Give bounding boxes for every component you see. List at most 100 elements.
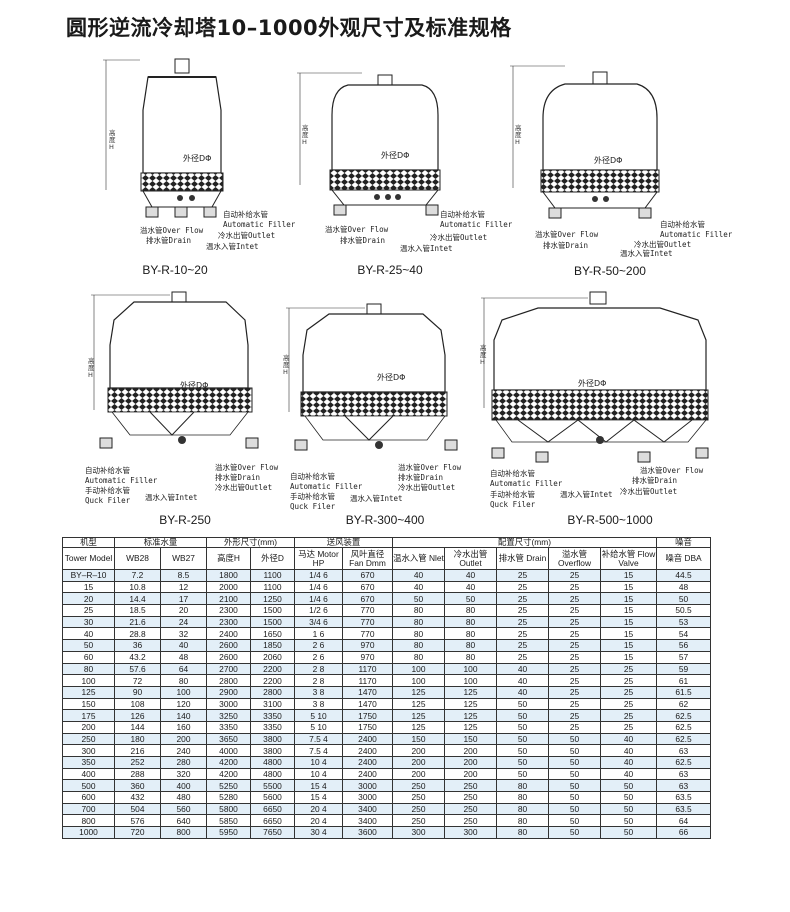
cell-height: 3000: [206, 697, 251, 711]
cell-drain: 25: [496, 592, 549, 606]
page-title: 圆形逆流冷却塔10–1000外观尺寸及标准规格: [66, 16, 512, 40]
diameter-label-6: 外径DΦ: [578, 379, 607, 388]
cell-wb28: 90: [114, 685, 161, 699]
cell-outlet: 250: [444, 802, 497, 816]
subheader-motor: 马达 Motor HP: [294, 547, 343, 570]
subheader-dba: 噪音 DBA: [656, 547, 711, 570]
tower-drawing-4: [91, 291, 259, 449]
cell-overflow: 25: [548, 569, 601, 582]
cell-diameter: 1500: [250, 615, 295, 629]
cell-diameter: 2060: [250, 650, 295, 664]
cell-model: 150: [62, 697, 115, 711]
cell-fan: 1750: [342, 709, 393, 722]
cell-model: 15: [62, 580, 115, 594]
cell-wb27: 12: [160, 580, 207, 594]
quck-filer-label-6: 手动补给水管: [490, 490, 535, 499]
cell-wb27: 400: [160, 779, 207, 793]
cell-fan: 2400: [342, 732, 393, 746]
cell-height: 2600: [206, 650, 251, 664]
cell-wb27: 48: [160, 650, 207, 664]
cell-fan: 3000: [342, 791, 393, 804]
cell-fan: 1470: [342, 697, 393, 711]
model-caption-3: BY-R-50~200: [574, 264, 646, 278]
cell-diameter: 1650: [250, 627, 295, 641]
cell-flowvalve: 25: [600, 697, 657, 711]
cell-inlet: 125: [392, 709, 445, 722]
cell-wb28: 720: [114, 826, 161, 839]
cell-height: 2000: [206, 580, 251, 594]
cell-fan: 1170: [342, 662, 393, 676]
cell-overflow: 25: [548, 604, 601, 617]
automatic-filler-en-label-1: Automatic Filler: [223, 220, 296, 229]
cell-wb27: 17: [160, 592, 207, 606]
cell-model: 50: [62, 639, 115, 652]
cell-model: 500: [62, 779, 115, 793]
cell-outlet: 40: [444, 569, 497, 582]
cell-fan: 670: [342, 580, 393, 594]
model-caption-2: BY-R-25~40: [357, 263, 423, 277]
cell-motor: 2 6: [294, 639, 343, 652]
cell-diameter: 5500: [250, 779, 295, 793]
header-dims: 外形尺寸(mm): [206, 537, 295, 548]
cell-overflow: 50: [548, 756, 601, 769]
cell-outlet: 125: [444, 709, 497, 722]
cell-wb28: 432: [114, 791, 161, 804]
cell-inlet: 250: [392, 802, 445, 816]
table-sub-header-row: Tower Model WB28 WB27 高度H 外径D 马达 Motor H…: [62, 547, 711, 570]
cell-height: 2900: [206, 685, 251, 699]
over-flow-label-4: 溢水管Over Flow: [215, 463, 279, 472]
cell-wb27: 32: [160, 627, 207, 641]
cell-outlet: 100: [444, 662, 497, 676]
subheader-outlet: 冷水出管 Outlet: [444, 547, 497, 570]
cell-motor: 1/4 6: [294, 580, 343, 594]
intet-label-5: 温水入管Intet: [350, 494, 403, 503]
cell-fan: 3400: [342, 802, 393, 816]
cell-model: 175: [62, 709, 115, 722]
cell-overflow: 50: [548, 802, 601, 816]
cell-dba: 63: [656, 767, 711, 781]
cell-motor: 3 8: [294, 697, 343, 711]
cell-flowvalve: 40: [600, 767, 657, 781]
cell-inlet: 80: [392, 650, 445, 664]
cell-drain: 25: [496, 627, 549, 641]
cell-diameter: 6650: [250, 802, 295, 816]
cell-drain: 50: [496, 720, 549, 734]
cell-outlet: 50: [444, 592, 497, 606]
cell-wb28: 14.4: [114, 592, 161, 606]
cell-outlet: 40: [444, 580, 497, 594]
over-flow-label-5: 溢水管Over Flow: [398, 463, 462, 472]
cell-wb27: 64: [160, 662, 207, 676]
cell-inlet: 250: [392, 791, 445, 804]
quck-filer-en-label-6: Quck Filer: [490, 500, 536, 509]
automatic-filler-label-5: 自动补给水管: [290, 472, 335, 481]
subheader-wb27: WB27: [160, 547, 207, 570]
cell-dba: 62.5: [656, 720, 711, 734]
cell-wb27: 140: [160, 709, 207, 722]
subheader-inlet: 温水入管 Nlet: [392, 547, 445, 570]
cell-motor: 20 4: [294, 814, 343, 828]
cell-height: 5250: [206, 779, 251, 793]
cell-height: 5280: [206, 791, 251, 804]
cell-wb28: 504: [114, 802, 161, 816]
cell-diameter: 1100: [250, 569, 295, 582]
height-label-3: 高度H: [515, 124, 522, 146]
cell-inlet: 125: [392, 720, 445, 734]
cell-dba: 61: [656, 674, 711, 687]
cell-inlet: 40: [392, 569, 445, 582]
cell-dba: 50: [656, 592, 711, 606]
cell-height: 3250: [206, 709, 251, 722]
cell-outlet: 300: [444, 826, 497, 839]
cell-outlet: 250: [444, 814, 497, 828]
cell-model: 40: [62, 627, 115, 641]
cell-overflow: 25: [548, 650, 601, 664]
cell-drain: 50: [496, 697, 549, 711]
cell-outlet: 100: [444, 674, 497, 687]
diameter-label-5: 外径DΦ: [377, 373, 406, 382]
cell-motor: 5 10: [294, 720, 343, 734]
subheader-model: Tower Model: [62, 547, 115, 570]
